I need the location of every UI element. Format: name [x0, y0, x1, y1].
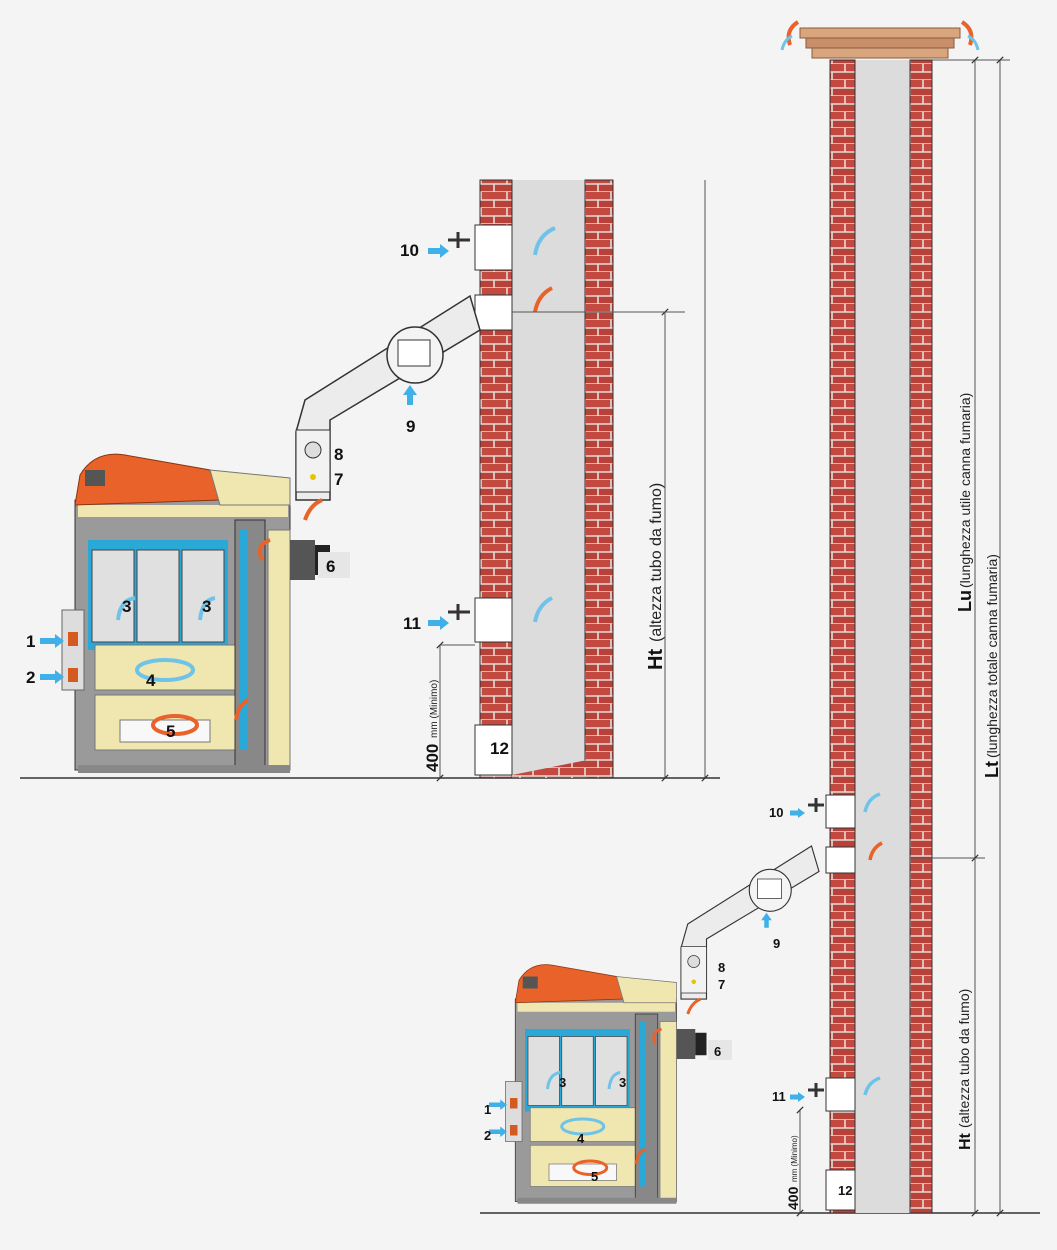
- label-8: 8: [334, 445, 343, 464]
- ht-label: Ht (altezza tubo da fumo): [956, 989, 974, 1150]
- opening-10: [474, 224, 513, 271]
- label-4: 4: [146, 671, 156, 690]
- label-7: 7: [718, 977, 725, 992]
- chimney-wall-left: [479, 179, 513, 779]
- svg-text:Ht: Ht: [957, 1132, 974, 1150]
- bottom-installation: 1 2 3 3 4 5 6 8 7 9 10 11 12 Lu (lunghez…: [480, 20, 1040, 1217]
- valve-10-icon: [808, 798, 824, 812]
- label-6: 6: [326, 557, 335, 576]
- label-12: 12: [490, 739, 509, 758]
- air-arrow-11-icon: [440, 616, 449, 630]
- label-2: 2: [484, 1128, 491, 1143]
- chimney-wall-left: [829, 59, 856, 1214]
- boiler-unit: [40, 296, 480, 773]
- label-5: 5: [166, 722, 175, 741]
- svg-text:mm (Minimo): mm (Minimo): [790, 1135, 799, 1182]
- flue-interior: [512, 180, 587, 778]
- label-6: 6: [714, 1044, 721, 1059]
- label-1: 1: [26, 632, 35, 651]
- svg-text:(lunghezza totale canna fumari: (lunghezza totale canna fumaria): [984, 554, 1000, 758]
- label-11: 11: [403, 614, 421, 633]
- label-3b: 3: [619, 1075, 626, 1090]
- label-7: 7: [334, 470, 343, 489]
- label-3a: 3: [122, 597, 131, 616]
- chimney-wall-right: [584, 179, 614, 779]
- valve-11-icon: [808, 1083, 824, 1097]
- boiler-unit: [489, 846, 819, 1204]
- label-3a: 3: [559, 1075, 566, 1090]
- ht-label: Ht (altezza tubo da fumo): [645, 483, 667, 670]
- svg-text:(altezza tubo da fumo): (altezza tubo da fumo): [956, 989, 972, 1128]
- label-8: 8: [718, 960, 725, 975]
- svg-text:(altezza tubo da fumo): (altezza tubo da fumo): [648, 483, 665, 642]
- svg-text:mm (Minimo): mm (Minimo): [429, 680, 440, 738]
- label-4: 4: [577, 1131, 585, 1146]
- air-arrow-10-icon: [440, 244, 449, 258]
- svg-text:Ht: Ht: [645, 649, 667, 670]
- valve-10-icon: [448, 232, 470, 248]
- label-12: 12: [838, 1183, 852, 1198]
- lu-label: Lu (lunghezza utile canna fumaria): [955, 393, 975, 612]
- chimney-cap: [780, 20, 980, 59]
- svg-text:(lunghezza utile canna fumaria: (lunghezza utile canna fumaria): [957, 393, 973, 588]
- label-10: 10: [769, 805, 783, 820]
- svg-text:Lu: Lu: [955, 590, 975, 612]
- label-10: 10: [400, 241, 419, 260]
- top-installation: 1 2 3 3 4 5 6 8 7 9 10 11 12 Ht (altezza…: [20, 179, 720, 782]
- label-1: 1: [484, 1102, 491, 1117]
- label-5: 5: [591, 1169, 598, 1184]
- label-11: 11: [772, 1089, 786, 1104]
- flue-inlet: [474, 294, 513, 331]
- label-9: 9: [773, 936, 780, 951]
- svg-text:400: 400: [423, 744, 442, 772]
- label-2: 2: [26, 668, 35, 687]
- min-height-label: 400 mm (Minimo): [785, 1135, 801, 1210]
- valve-11-icon: [448, 604, 470, 620]
- svg-text:400: 400: [785, 1186, 801, 1210]
- flue-interior: [855, 60, 910, 1213]
- lt-label: Lt (lunghezza totale canna fumaria): [982, 554, 1002, 778]
- svg-text:Lt: Lt: [982, 761, 1002, 778]
- label-9: 9: [406, 417, 415, 436]
- opening-11: [474, 597, 513, 643]
- min-height-label: 400 mm (Minimo): [423, 680, 442, 772]
- chimney-wall-right: [909, 59, 933, 1214]
- cleanout-12: [474, 724, 513, 776]
- label-3b: 3: [202, 597, 211, 616]
